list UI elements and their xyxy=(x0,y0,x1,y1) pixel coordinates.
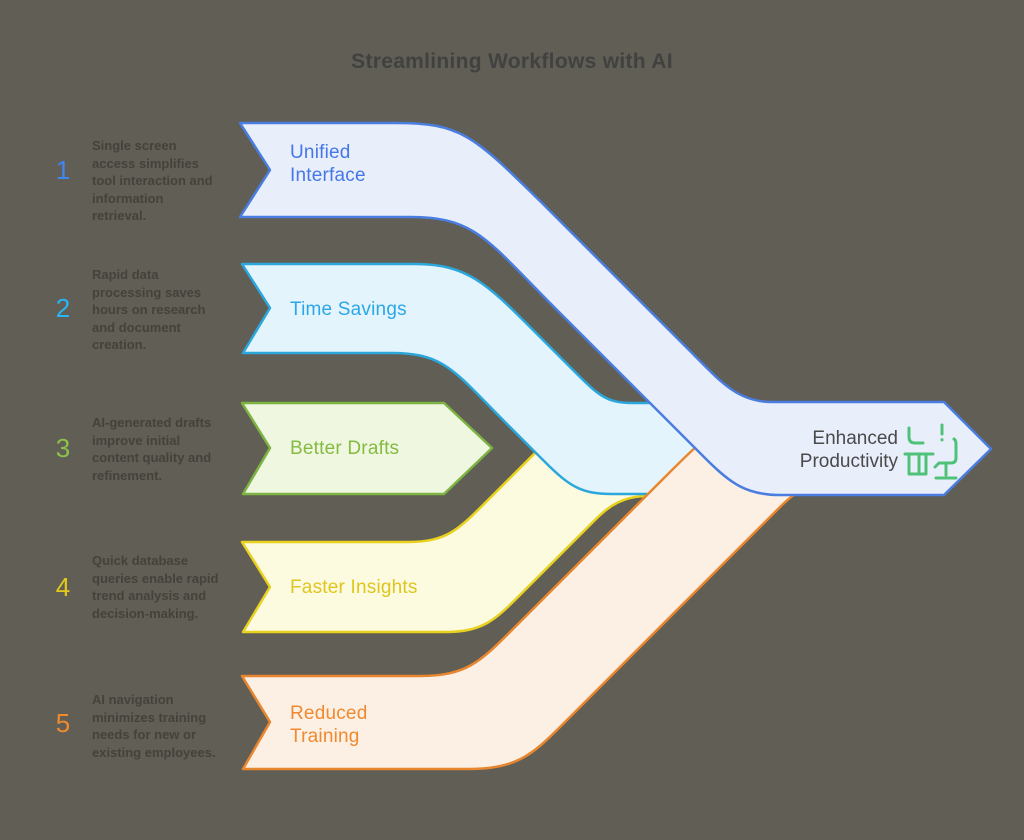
band-label-better-drafts: Better Drafts xyxy=(290,438,400,459)
band-label-faster-insights: Faster Insights xyxy=(290,577,418,598)
step-number-4: 4 xyxy=(55,572,71,602)
band-unified-interface-and-result-arrow xyxy=(238,121,993,497)
step-description-1: Single screen access simplifies tool int… xyxy=(92,138,213,223)
step-description-2: Rapid data processing saves hours on res… xyxy=(92,267,206,352)
band-better-drafts xyxy=(240,401,494,496)
band-label-unified-interface: Unified Interface xyxy=(290,142,366,186)
step-description-3: AI-generated drafts improve initial cont… xyxy=(92,415,212,483)
chair-back-and-seat xyxy=(933,437,958,469)
step-number-5: 5 xyxy=(55,708,71,738)
diagram-title: Streamlining Workflows with AI xyxy=(351,50,673,73)
step-number-1: 1 xyxy=(55,155,71,185)
step-number-2: 2 xyxy=(55,293,71,323)
desk-lamp-line xyxy=(907,426,925,445)
band-label-time-savings: Time Savings xyxy=(290,299,407,320)
result-label: Enhanced Productivity xyxy=(799,428,898,472)
step-number-3: 3 xyxy=(55,433,71,463)
desk-workstation-icon xyxy=(903,423,958,480)
band-label-reduced-training: Reduced Training xyxy=(290,703,368,747)
step-description-4: Quick database queries enable rapid tren… xyxy=(92,553,219,621)
step-description-5: AI navigation minimizes training needs f… xyxy=(92,692,216,760)
